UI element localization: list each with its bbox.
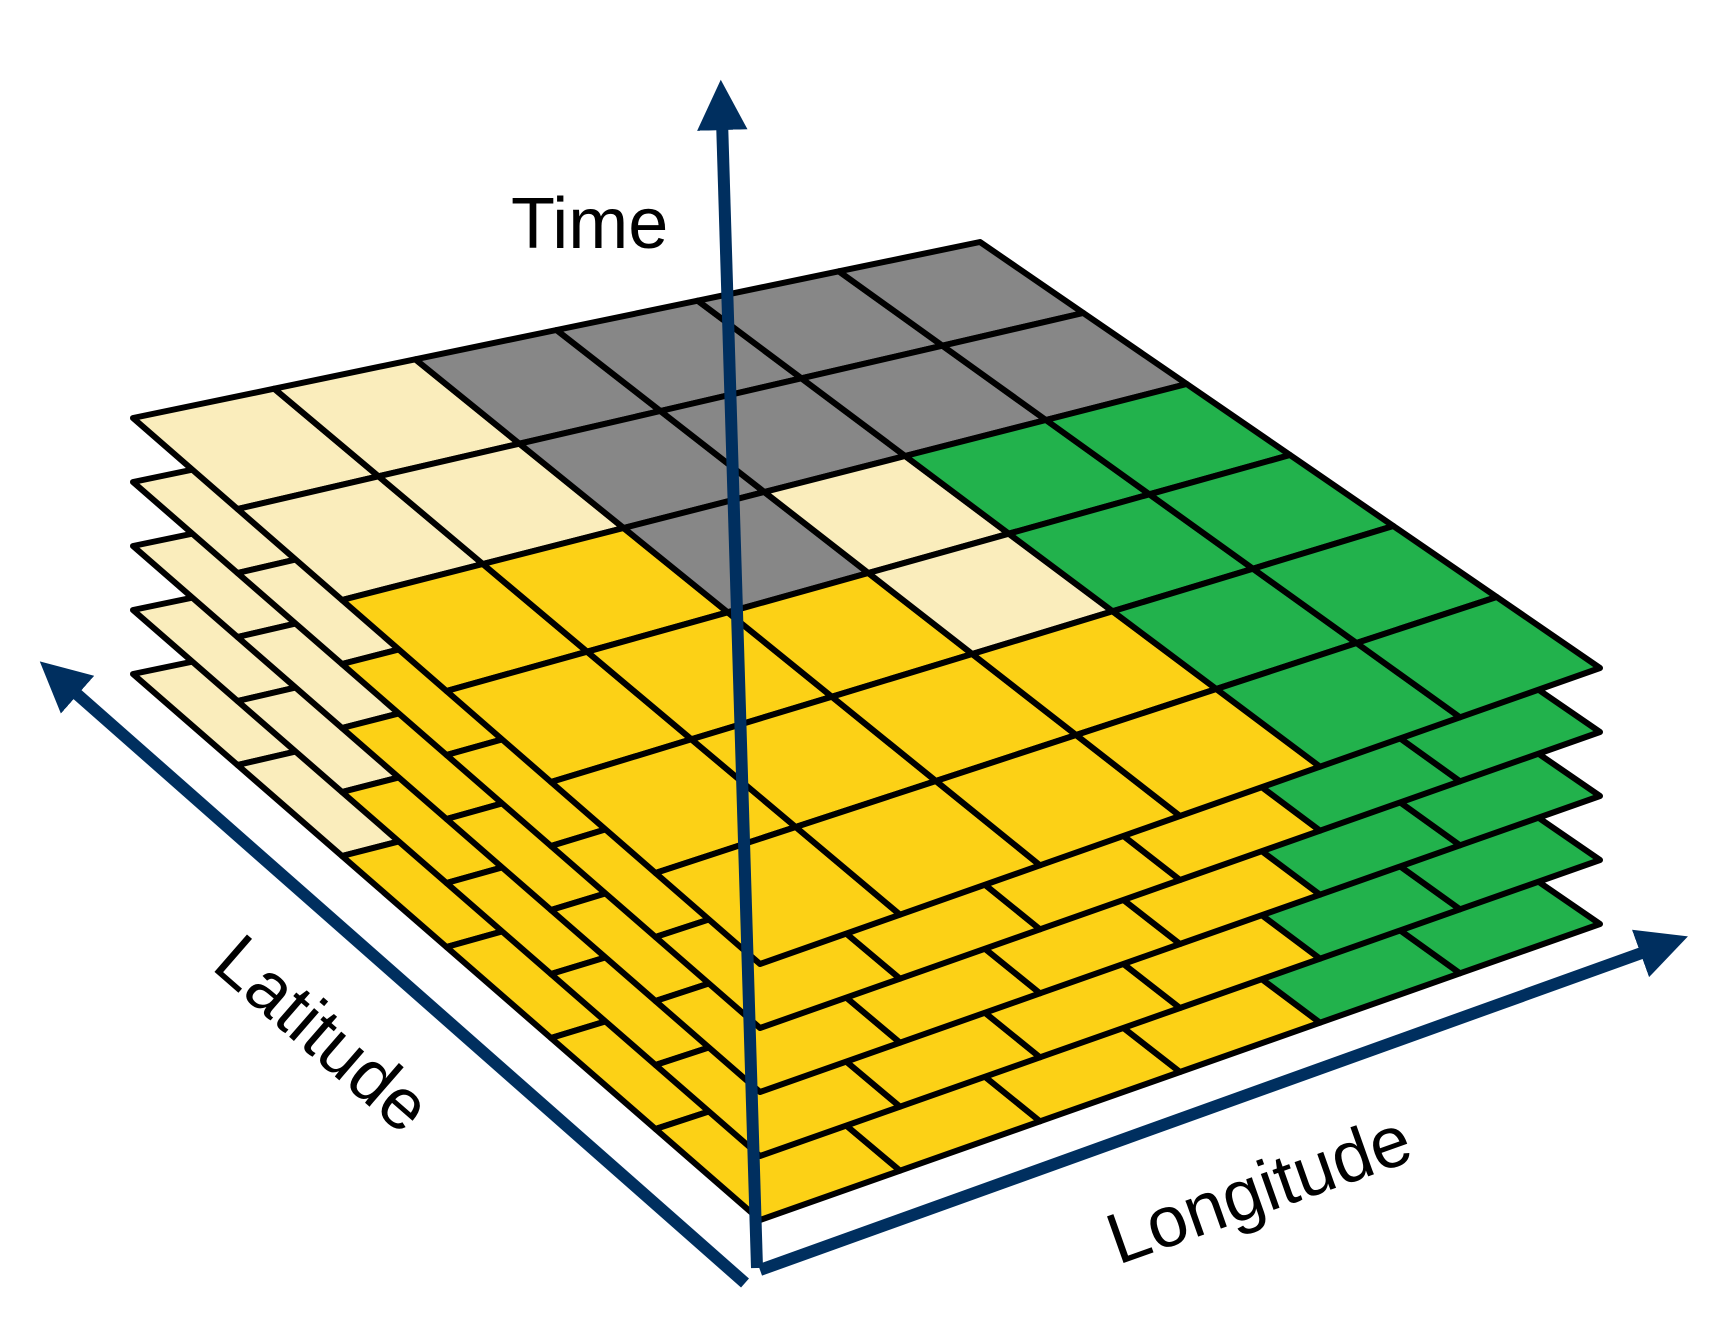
grid-layer-1 [130, 239, 1603, 967]
latitude-axis-label: Latitude [200, 920, 446, 1148]
axes [39, 79, 1688, 1288]
grid-layers [130, 239, 1603, 1223]
grid-cell [1353, 594, 1603, 721]
time-axis-arrow [697, 79, 763, 1269]
time-axis-label: Time [511, 184, 668, 264]
latitude-axis-arrow [39, 661, 749, 1288]
longitude-axis-arrow [757, 929, 1688, 1276]
